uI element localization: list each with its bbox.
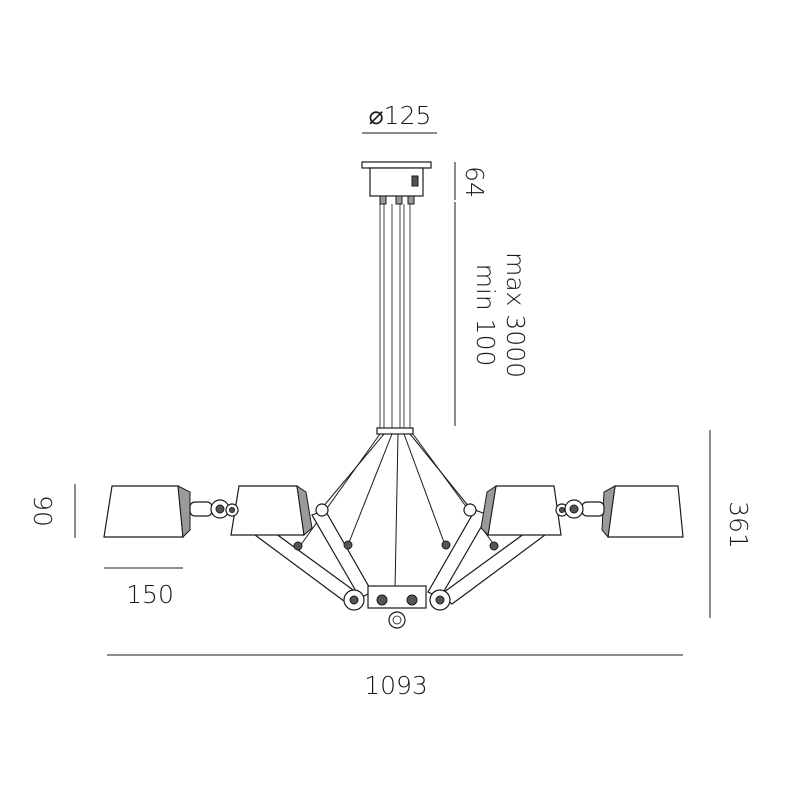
spreading-cables xyxy=(299,433,496,591)
shade-inner-right xyxy=(480,484,569,537)
suspension-rods xyxy=(379,204,411,430)
shade-outer-left xyxy=(103,485,230,539)
total-width-label: 1093 xyxy=(364,671,428,700)
shade-body xyxy=(607,485,684,538)
bottom-ring xyxy=(388,611,406,629)
canopy xyxy=(361,161,432,205)
canopy-plate xyxy=(361,161,432,169)
canopy-diameter-label: ⌀125 xyxy=(369,101,432,130)
cable-min-label: min 100 xyxy=(471,264,500,367)
arm-joints xyxy=(293,503,499,551)
hub-top xyxy=(376,427,414,435)
shade-body xyxy=(230,485,305,536)
bottom-hub xyxy=(343,585,451,629)
dimension-lines xyxy=(74,132,711,656)
shade-height-label: 90 xyxy=(28,495,57,527)
shade-body xyxy=(487,485,562,536)
canopy-height-label: 64 xyxy=(460,166,489,198)
canopy-screw xyxy=(411,175,419,187)
pendant-lamp xyxy=(103,161,684,629)
shade-body xyxy=(103,485,184,538)
shade-outer-right xyxy=(564,485,684,539)
shade-width-label: 150 xyxy=(126,580,174,609)
cable-max-label: max 3000 xyxy=(501,252,530,378)
total-height-label: 361 xyxy=(724,501,753,549)
shade-inner-left xyxy=(225,484,313,536)
